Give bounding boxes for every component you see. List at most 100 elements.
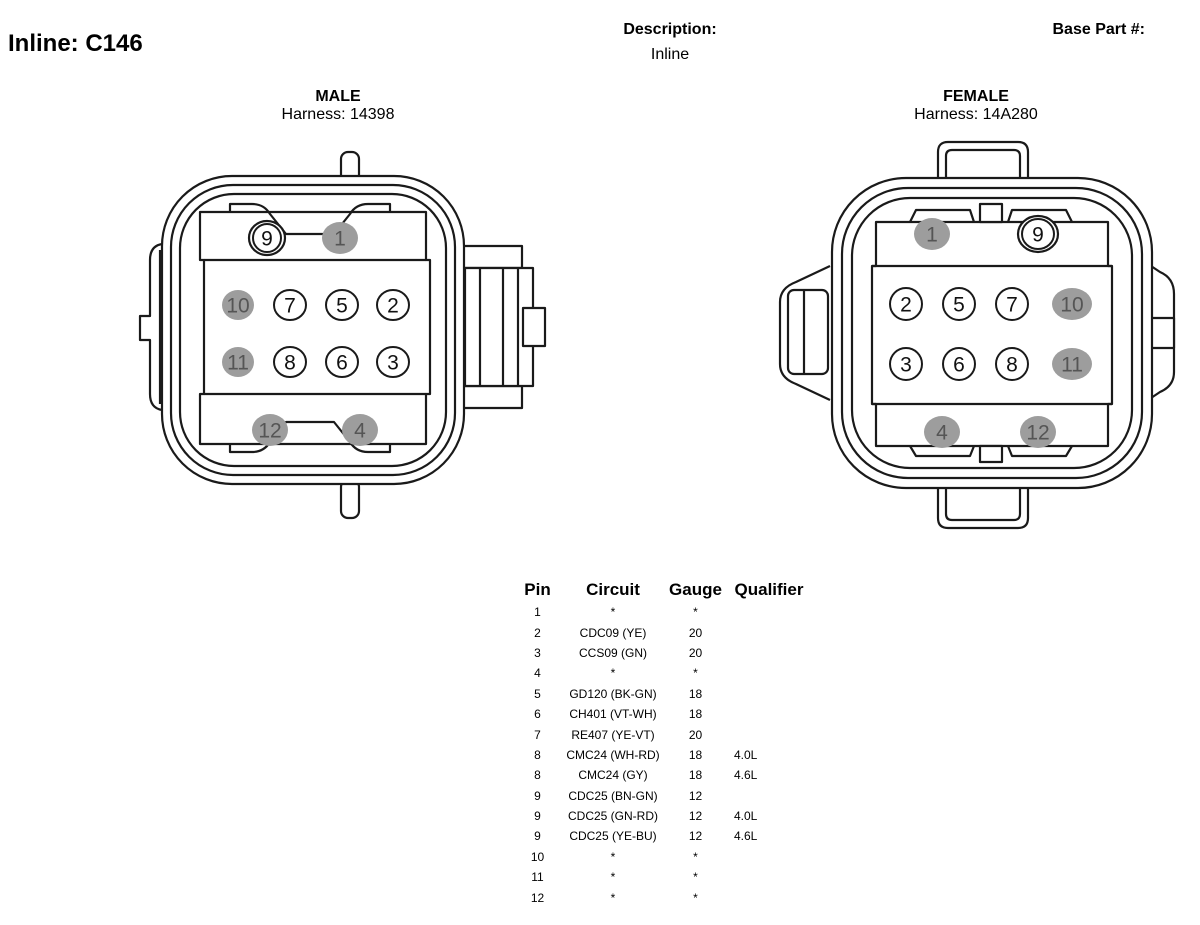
female-bottom-boss	[936, 483, 1030, 530]
female-pin-cavity	[889, 287, 923, 321]
gauge-cell: 12	[688, 809, 703, 824]
gauge-cell: 18	[688, 707, 703, 722]
pin-cell: 9	[534, 788, 541, 803]
pin-table-header-row: Pin Circuit Gauge Qualifier	[516, 578, 814, 602]
pin-cell: 9	[534, 829, 541, 844]
description-value: Inline	[650, 46, 690, 63]
male-pin-cavity	[252, 414, 288, 446]
circuit-cell: CCS09 (GN)	[578, 645, 647, 660]
female-pin-cavity	[914, 218, 950, 250]
pin-column-header: Pin	[524, 580, 551, 599]
male-pin-cavity	[273, 346, 307, 378]
pin-cell: 4	[534, 666, 541, 681]
qualifier-cell	[724, 724, 814, 744]
pin-cell: 8	[534, 747, 541, 762]
female-pin-label: 12	[1026, 422, 1049, 445]
female-pin-cavity	[1021, 218, 1055, 250]
table-row: 10**	[516, 847, 814, 867]
female-pin-12: 12	[1020, 416, 1056, 448]
male-pin-label: 9	[261, 228, 273, 251]
male-pin-label: 7	[284, 295, 296, 318]
female-pin-label: 10	[1060, 294, 1083, 317]
female-side-label: FEMALE	[943, 88, 1009, 105]
female-pin-6: 6	[942, 347, 976, 381]
female-pin-8: 8	[995, 347, 1029, 381]
male-pin-6: 6	[325, 346, 359, 378]
connector-title: Inline: C146	[8, 30, 143, 57]
female-pin-label: 9	[1032, 224, 1044, 247]
female-pin-label: 7	[1006, 294, 1018, 317]
female-pin-label: 1	[926, 224, 938, 247]
male-pin-label: 3	[387, 352, 399, 375]
male-pin-7: 7	[273, 289, 307, 321]
female-harness-label: Harness: 14A280	[914, 106, 1038, 123]
table-row: 4**	[516, 663, 814, 683]
female-pin-2: 2	[889, 287, 923, 321]
male-pin-9: 9	[247, 219, 287, 257]
male-pin-cavity	[376, 346, 410, 378]
female-pin-11: 11	[1052, 348, 1092, 380]
female-pin-cavity	[995, 287, 1029, 321]
description-label: Description:	[623, 21, 717, 38]
gauge-cell: 12	[688, 829, 703, 844]
male-pin-label: 2	[387, 295, 399, 318]
male-pin-label: 8	[284, 352, 296, 375]
male-pin-2: 2	[376, 289, 410, 321]
female-pin-label: 2	[900, 294, 912, 317]
circuit-cell: *	[610, 849, 616, 864]
pin-cell: 11	[531, 870, 544, 885]
male-pin-cavity	[222, 290, 254, 320]
gauge-cell: 20	[688, 727, 703, 742]
base-part-label: Base Part #:	[1052, 21, 1146, 38]
gauge-cell: *	[693, 666, 698, 681]
female-pin-4: 4	[924, 416, 960, 448]
female-pin-cavity	[924, 416, 960, 448]
pin-cell: 1	[534, 605, 541, 620]
qualifier-cell: 4.0L	[734, 809, 758, 824]
pin-cell: 3	[534, 645, 541, 660]
female-pin-1: 1	[914, 218, 950, 250]
qualifier-cell	[724, 684, 814, 704]
female-pin-5: 5	[942, 287, 976, 321]
female-pin-cavity	[889, 347, 923, 381]
circuit-column-header: Circuit	[586, 580, 640, 599]
female-pin-label: 8	[1006, 354, 1018, 377]
gauge-cell: *	[693, 870, 698, 885]
gauge-cell: 20	[688, 645, 703, 660]
qualifier-cell	[724, 602, 814, 622]
pin-cell: 2	[534, 625, 541, 640]
qualifier-cell	[724, 867, 814, 887]
male-right-lock	[458, 244, 547, 410]
female-pin-label: 4	[936, 422, 948, 445]
male-connector-heading: MALE Harness: 14398	[218, 88, 458, 124]
circuit-cell: CMC24 (WH-RD)	[566, 747, 660, 762]
male-pin-8: 8	[273, 346, 307, 378]
gauge-cell: 12	[688, 788, 703, 803]
circuit-cell: GD120 (BK-GN)	[569, 686, 657, 701]
gauge-cell: 18	[688, 686, 703, 701]
pin-cell: 12	[530, 890, 545, 905]
male-pin-label: 6	[336, 352, 348, 375]
female-right-stub	[1147, 263, 1176, 401]
male-side-label: MALE	[315, 88, 361, 105]
male-pin-cavity	[325, 289, 359, 321]
pin-cell: 9	[534, 809, 541, 824]
circuit-cell: CDC25 (YE-BU)	[569, 829, 657, 844]
qualifier-cell	[724, 622, 814, 642]
female-pin-cavity	[1052, 348, 1092, 380]
circuit-cell: CMC24 (GY)	[578, 768, 648, 783]
female-pin-cavity	[995, 347, 1029, 381]
female-pin-label: 6	[953, 354, 965, 377]
male-pin-cavity	[222, 347, 254, 377]
male-bottom-latch	[339, 478, 361, 520]
pin-cell: 6	[534, 707, 541, 722]
male-pin-11: 11	[222, 347, 254, 377]
female-pin-cavity	[942, 347, 976, 381]
